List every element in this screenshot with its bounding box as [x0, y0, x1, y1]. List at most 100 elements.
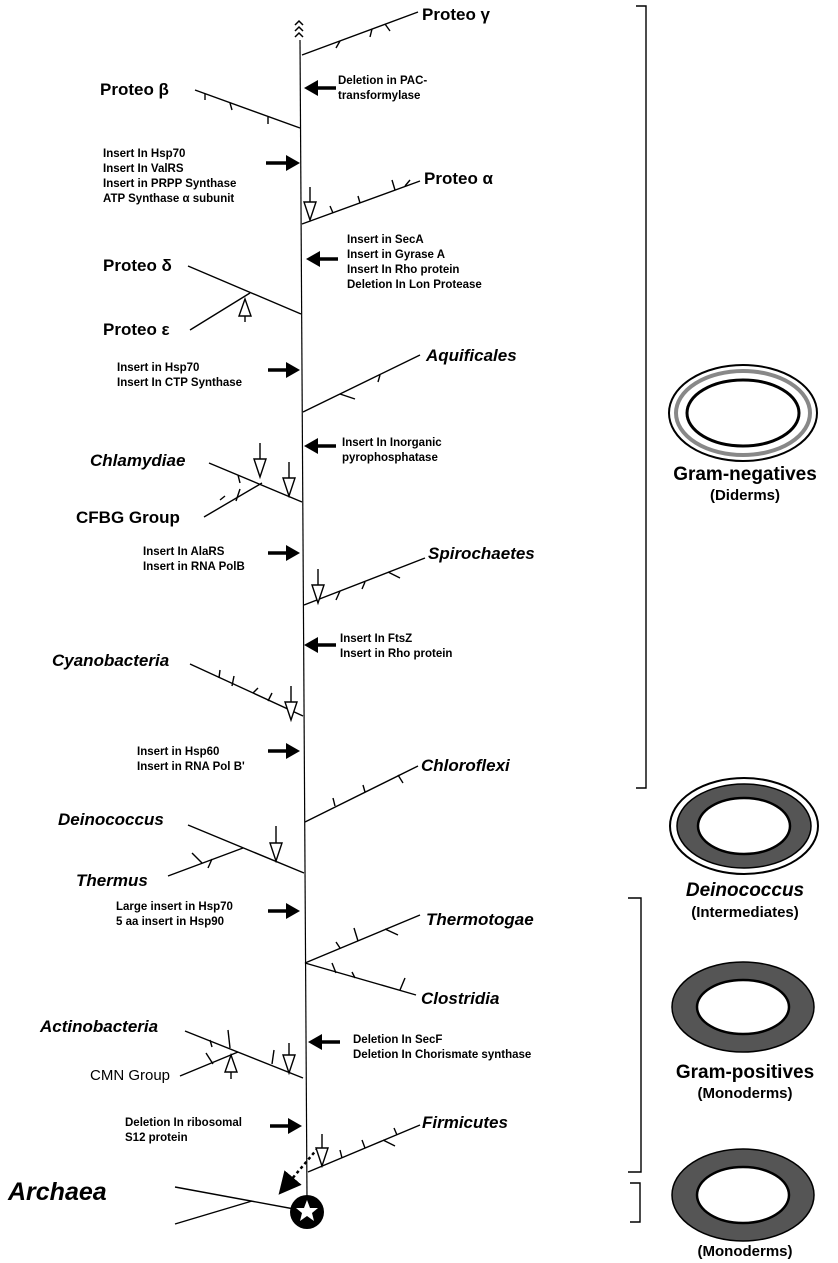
- annotation-line: Insert In FtsZ: [340, 633, 413, 645]
- arrow-large-hsp70-icon: [268, 903, 300, 919]
- label-chlamydiae: Chlamydiae: [90, 451, 186, 470]
- annotation-hsp70-valrs: Insert In Hsp70 Insert In ValRS Insert i…: [103, 147, 236, 207]
- branch-actinobacteria-cmn: [179, 1029, 304, 1079]
- open-arrow-deinococcus-icon: [269, 826, 283, 864]
- cell-archaea-icon: [671, 1148, 815, 1242]
- arrow-inorganic-icon: [304, 438, 336, 454]
- open-arrow-chlamydiae-2-icon: [282, 462, 296, 499]
- label-spirochaetes: Spirochaetes: [428, 544, 535, 563]
- label-thermus: Thermus: [76, 871, 148, 890]
- annotation-line: Deletion In Chorismate synthase: [353, 1049, 532, 1061]
- annotation-line: Insert In CTP Synthase: [117, 377, 243, 389]
- open-arrow-cmn-icon: [224, 1052, 238, 1079]
- cell-gram-negative-icon: [668, 364, 818, 462]
- annotation-alars: Insert In AlaRS Insert in RNA PolB: [143, 545, 245, 575]
- branch-proteo-beta: [194, 89, 301, 129]
- arrow-pac-icon: [304, 80, 336, 96]
- group-deinococcus-subtitle: (Intermediates): [691, 904, 799, 921]
- label-clostridia: Clostridia: [421, 989, 500, 1008]
- group-archaea-subtitle: (Monoderms): [697, 1243, 793, 1260]
- annotation-line: Insert in RNA Pol B': [137, 761, 245, 773]
- open-arrow-chlamydiae-1-icon: [253, 443, 267, 480]
- annotation-line: ATP Synthase α subunit: [103, 193, 235, 205]
- branch-firmicutes: [307, 1124, 421, 1173]
- open-arrow-actinobacteria-icon: [282, 1043, 296, 1076]
- annotation-line: Insert in SecA: [347, 234, 424, 246]
- bracket-gram-negatives: [636, 5, 647, 789]
- annotation-inorganic: Insert In Inorganic pyrophosphatase: [342, 436, 442, 466]
- cell-gram-positive-icon: [671, 961, 815, 1053]
- label-chloroflexi: Chloroflexi: [421, 756, 510, 775]
- branch-deinococcus-thermus: [167, 824, 305, 877]
- annotation-ribosomal: Deletion In ribosomal S12 protein: [125, 1116, 242, 1146]
- label-thermotogae: Thermotogae: [426, 910, 534, 929]
- root-star-icon: [290, 1195, 324, 1229]
- annotation-line: Insert in Hsp70: [117, 362, 200, 374]
- bracket-gram-positives: [628, 897, 642, 1173]
- branch-thermotogae-clostridia: [304, 914, 421, 996]
- arrow-hsp70-valrs-icon: [266, 155, 300, 171]
- group-gram-positives-subtitle: (Monoderms): [697, 1085, 793, 1102]
- annotation-line: S12 protein: [125, 1132, 188, 1144]
- annotation-line: Deletion In ribosomal: [125, 1117, 242, 1129]
- annotation-line: Insert in Gyrase A: [347, 249, 446, 261]
- annotation-line: Insert In AlaRS: [143, 546, 225, 558]
- solid-arrows: [266, 80, 340, 1134]
- annotation-line: Insert In Inorganic: [342, 437, 442, 449]
- annotation-line: 5 aa insert in Hsp90: [116, 916, 225, 928]
- branch-cyanobacteria: [189, 663, 304, 717]
- label-cmn: CMN Group: [90, 1067, 171, 1084]
- open-arrows: [224, 187, 329, 1169]
- label-proteo-delta: Proteo δ: [103, 256, 172, 275]
- annotation-large-hsp70: Large insert in Hsp70 5 aa insert in Hsp…: [116, 900, 233, 930]
- annotation-line: Insert in Hsp60: [137, 746, 220, 758]
- branch-proteo-gamma: [301, 11, 419, 56]
- arrow-ribosomal-icon: [270, 1118, 302, 1134]
- open-arrow-spirochaetes-icon: [311, 569, 325, 606]
- label-archaea: Archaea: [8, 1178, 107, 1206]
- arrow-ftsz-icon: [304, 637, 336, 653]
- branch-archaea: [174, 1186, 306, 1225]
- annotation-line: Insert In Hsp70: [103, 148, 186, 160]
- group-gram-positives-title: Gram-positives: [675, 1062, 815, 1083]
- label-proteo-gamma: Proteo γ: [422, 5, 491, 24]
- annotation-pac: Deletion in PAC- transformylase: [338, 74, 427, 104]
- branch-proteo-alpha: [301, 179, 421, 225]
- annotation-line: Insert In ValRS: [103, 163, 184, 175]
- label-aquificales: Aquificales: [426, 346, 517, 365]
- archaea-dotted-arrow: [278, 1147, 319, 1195]
- group-gram-negatives-title: Gram-negatives: [673, 464, 817, 485]
- branch-chloroflexi: [304, 765, 419, 823]
- branch-chlamydiae-cfbg: [203, 462, 303, 518]
- arrow-alars-icon: [268, 545, 300, 561]
- branch-aquificales: [302, 354, 421, 413]
- open-arrow-alpha-icon: [303, 187, 317, 223]
- label-cfbg: CFBG Group: [76, 508, 180, 527]
- open-arrow-epsilon-icon: [238, 296, 252, 322]
- annotation-line: Insert in PRPP Synthase: [103, 178, 237, 190]
- open-arrow-firmicutes-icon: [315, 1134, 329, 1169]
- annotation-hsp60: Insert in Hsp60 Insert in RNA Pol B': [137, 745, 245, 775]
- label-actinobacteria: Actinobacteria: [40, 1017, 159, 1036]
- branch-spirochaetes: [303, 557, 426, 606]
- arrow-hsp60-icon: [268, 743, 300, 759]
- annotation-ftsz: Insert In FtsZ Insert in Rho protein: [340, 632, 452, 662]
- annotation-line: pyrophosphatase: [342, 452, 438, 464]
- label-proteo-epsilon: Proteo ε: [103, 320, 170, 339]
- trunk-top-break-icon: [294, 19, 304, 38]
- label-deinococcus: Deinococcus: [58, 810, 164, 829]
- annotation-line: transformylase: [338, 90, 421, 102]
- annotation-line: Deletion In Lon Protease: [347, 279, 482, 291]
- label-proteo-beta: Proteo β: [100, 80, 169, 99]
- annotation-hsp70-ctp: Insert in Hsp70 Insert In CTP Synthase: [117, 361, 242, 391]
- annotation-line: Insert in RNA PolB: [143, 561, 245, 573]
- annotation-line: Deletion in PAC-: [338, 75, 428, 87]
- annotation-line: Large insert in Hsp70: [116, 901, 233, 913]
- group-deinococcus-title: Deinococcus: [685, 880, 805, 901]
- bracket-archaea: [630, 1182, 641, 1223]
- open-arrow-cyanobacteria-icon: [284, 686, 298, 723]
- cell-deinococcus-icon: [669, 777, 819, 875]
- annotation-seca: Insert in SecA Insert in Gyrase A Insert…: [347, 233, 482, 293]
- arrow-hsp70-ctp-icon: [268, 362, 300, 378]
